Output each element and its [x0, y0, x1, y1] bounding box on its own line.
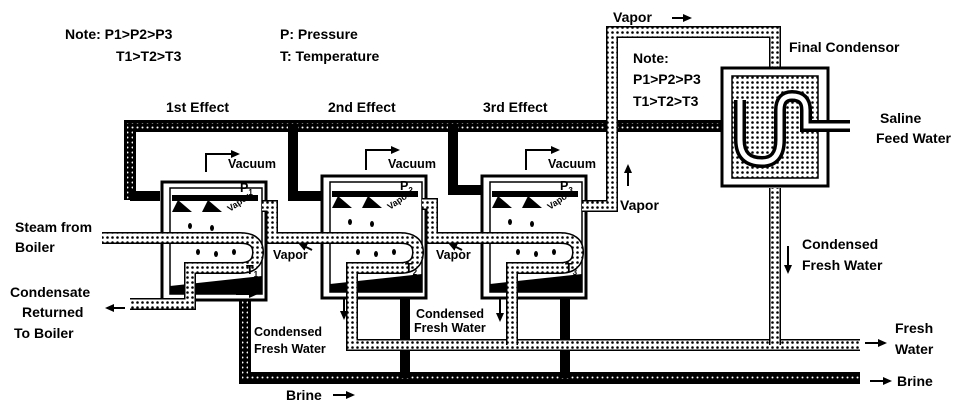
- condensate-label-1: Condensate: [10, 284, 90, 300]
- effect-2-temperature: T2: [405, 261, 418, 277]
- vapor-tube-3-condensor: [582, 26, 781, 212]
- effect-1-vacuum: Vacuum: [228, 157, 276, 171]
- spray-nozzles: [172, 191, 578, 212]
- condensed-right-label-1: Condensed: [802, 236, 878, 252]
- condensed-b-label-1: Condensed: [416, 307, 484, 321]
- saline-label-2: Feed Water: [876, 130, 951, 146]
- note-box-line1: P1>P2>P3: [633, 71, 701, 87]
- legend-pressure: P: Pressure: [280, 26, 358, 42]
- note-left-line1: Note: P1>P2>P3: [65, 26, 173, 42]
- condensate-label-3: To Boiler: [14, 325, 74, 341]
- legend-temperature: T: Temperature: [280, 48, 380, 64]
- effect-2-pressure: P2: [400, 179, 413, 195]
- saline-label-1: Saline: [880, 110, 921, 126]
- steam-label-2: Boiler: [15, 239, 55, 255]
- condensate-label-2: Returned: [22, 304, 83, 320]
- brine-line: [239, 290, 860, 384]
- effect-1-title: 1st Effect: [166, 99, 229, 115]
- condensed-right-label-2: Fresh Water: [802, 257, 883, 273]
- effect-1-temperature: T1: [246, 263, 259, 279]
- vapor-tube-2-3: [422, 198, 585, 345]
- condensed-a-label-1: Condensed: [254, 325, 322, 339]
- brine-bottom-label: Brine: [286, 387, 322, 403]
- vapor-right-label: Vapor: [620, 197, 659, 213]
- fresh-water-label-1: Fresh: [895, 320, 933, 336]
- effect-3-pressure: P3: [560, 179, 573, 195]
- final-condensor: [720, 66, 850, 188]
- effect-2-vacuum: Vacuum: [388, 157, 436, 171]
- vapor-between-2-label: Vapor: [436, 248, 471, 262]
- note-left-line2: T1>T2>T3: [116, 48, 182, 64]
- fresh-water-label-2: Water: [895, 341, 934, 357]
- note-box-line2: T1>T2>T3: [633, 93, 699, 109]
- vapor-between-1-label: Vapor: [273, 248, 308, 262]
- brine-right-label: Brine: [897, 373, 933, 389]
- effect-3-temperature: T3: [565, 261, 578, 277]
- condensed-b-label-2: Fresh Water: [414, 321, 486, 335]
- steam-tube: [102, 232, 265, 310]
- flow-arrows: [105, 14, 892, 399]
- vapor-tube-1-2: [262, 200, 860, 351]
- droplets: [188, 219, 556, 257]
- note-box-title: Note:: [633, 50, 669, 66]
- condensed-a-label-2: Fresh Water: [254, 342, 326, 356]
- effect-3-title: 3rd Effect: [483, 99, 548, 115]
- effect-3-vacuum: Vacuum: [548, 157, 596, 171]
- vapor-top-label: Vapor: [613, 9, 652, 25]
- effect-1-pressure: P1: [240, 181, 253, 197]
- effect-2-title: 2nd Effect: [328, 99, 396, 115]
- steam-label-1: Steam from: [15, 219, 92, 235]
- final-condensor-label: Final Condensor: [789, 39, 900, 55]
